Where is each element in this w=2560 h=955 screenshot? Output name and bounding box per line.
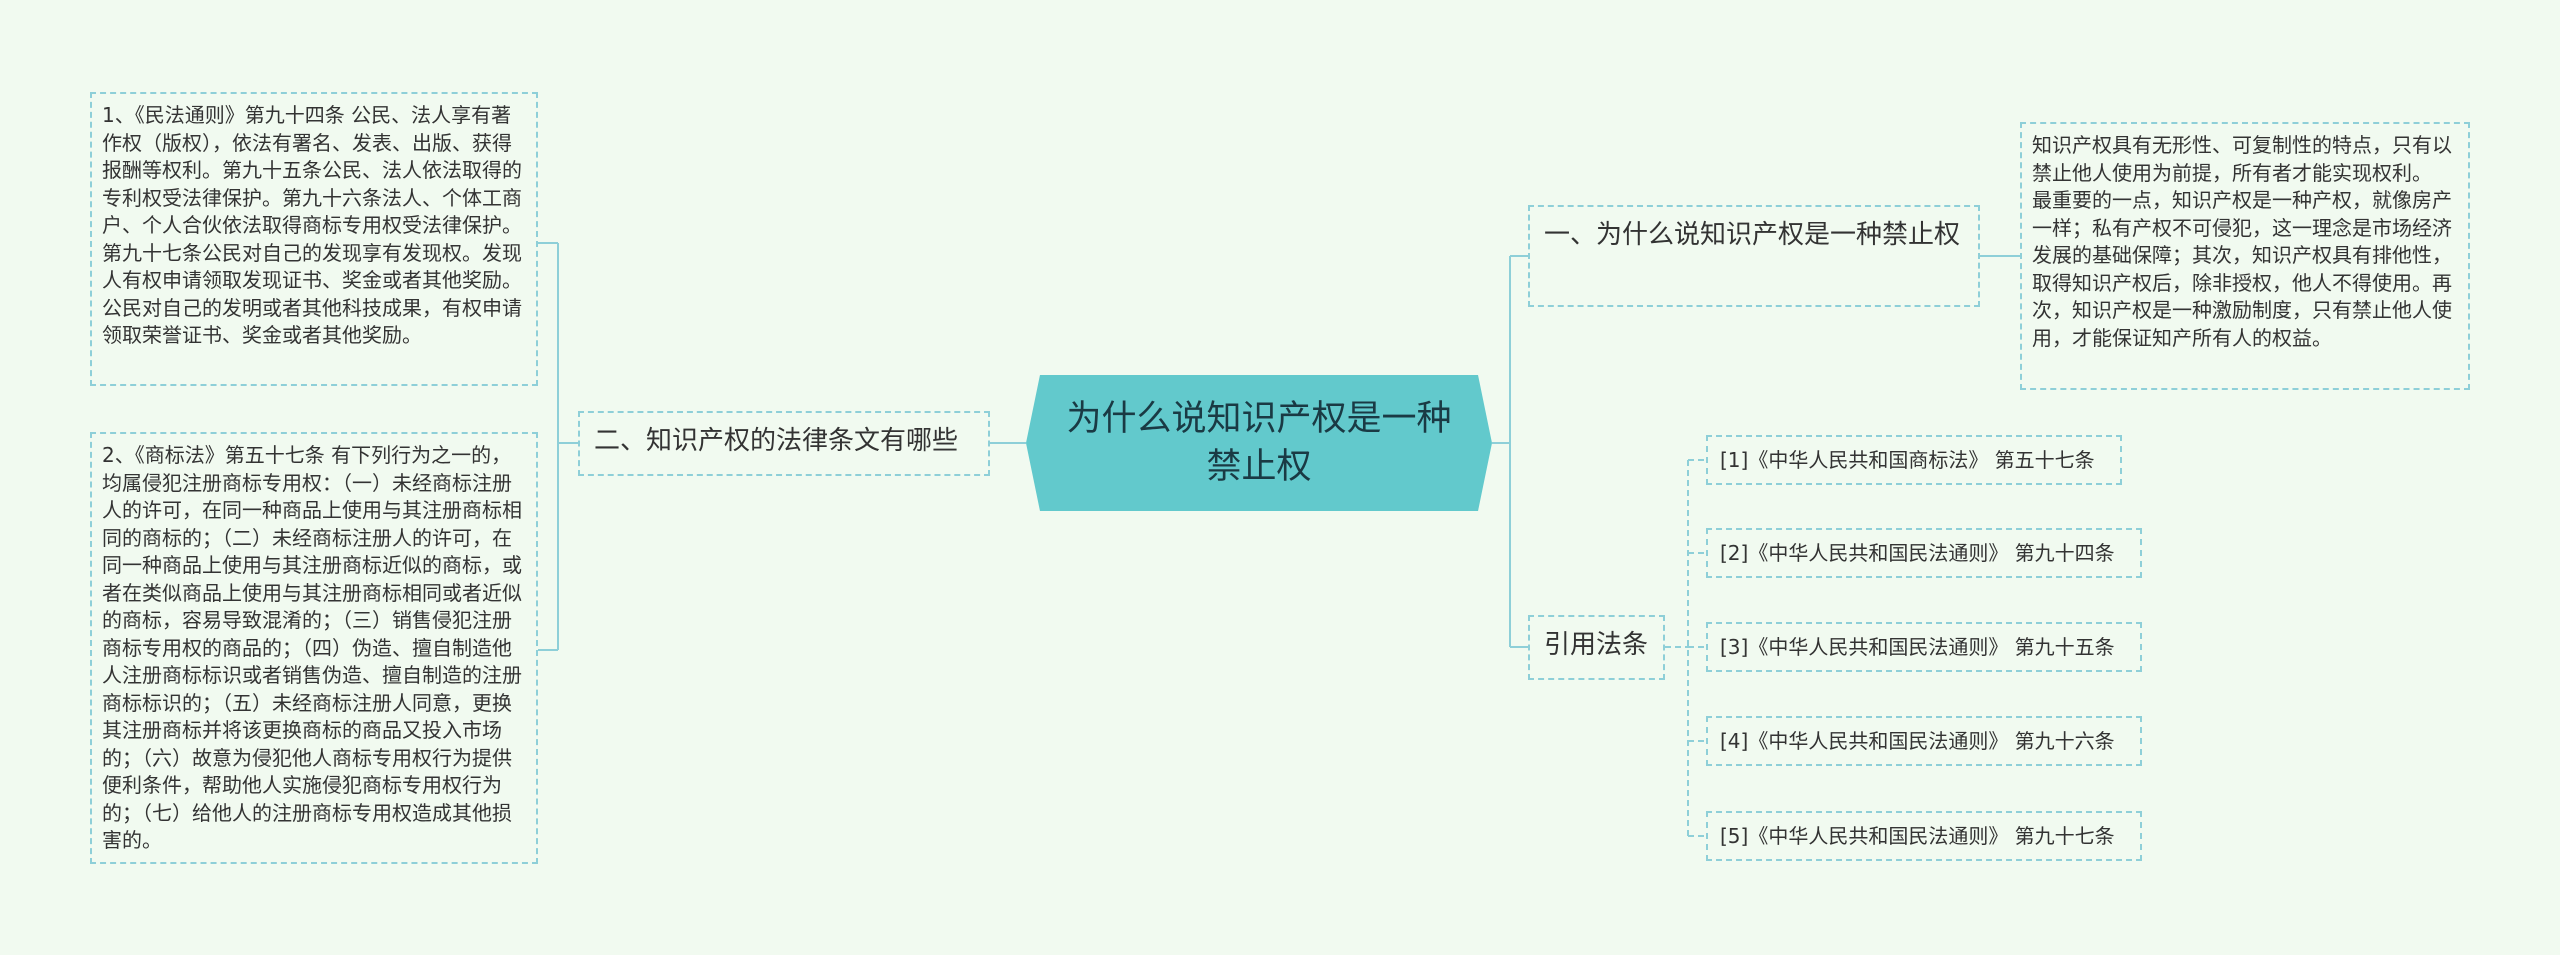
left-branch-label: 二、知识产权的法律条文有哪些 xyxy=(594,426,959,456)
left-leaf-civil-law[interactable]: 1、《民法通则》第九十四条 公民、法人享有著作权（版权），依法有署名、发表、出版… xyxy=(90,92,538,386)
left-leaf-civil-law-text: 1、《民法通则》第九十四条 公民、法人享有著作权（版权），依法有署名、发表、出版… xyxy=(102,103,522,347)
ref-item-3-text: [3]《中华人民共和国民法通则》 第九十五条 xyxy=(1720,635,2115,659)
ref-item-4-text: [4]《中华人民共和国民法通则》 第九十六条 xyxy=(1720,729,2115,753)
ref-item-3[interactable]: [3]《中华人民共和国民法通则》 第九十五条 xyxy=(1706,622,2142,672)
right-branch-2-label: 引用法条 xyxy=(1544,630,1649,660)
ref-item-2[interactable]: [2]《中华人民共和国民法通则》 第九十四条 xyxy=(1706,528,2142,578)
connector-left-leaves xyxy=(538,242,578,651)
connector-root-right xyxy=(1492,255,1528,648)
right-branch-1-detail-text: 知识产权具有无形性、可复制性的特点，只有以禁止他人使用为前提，所有者才能实现权利… xyxy=(2032,133,2452,350)
ref-item-1-text: [1]《中华人民共和国商标法》 第五十七条 xyxy=(1720,448,2095,472)
right-branch-topic-2[interactable]: 引用法条 xyxy=(1528,615,1665,680)
root-topic[interactable]: 为什么说知识产权是一种禁止权 xyxy=(1026,375,1492,511)
root-topic-label: 为什么说知识产权是一种禁止权 xyxy=(1066,399,1452,487)
left-branch-topic[interactable]: 二、知识产权的法律条文有哪些 xyxy=(578,411,990,476)
left-leaf-trademark-law-text: 2、《商标法》第五十七条 有下列行为之一的，均属侵犯注册商标专用权：（一）未经商… xyxy=(102,443,522,852)
connector-branch2-refs xyxy=(1665,459,1706,837)
right-branch-1-detail[interactable]: 知识产权具有无形性、可复制性的特点，只有以禁止他人使用为前提，所有者才能实现权利… xyxy=(2020,122,2470,390)
ref-item-1[interactable]: [1]《中华人民共和国商标法》 第五十七条 xyxy=(1706,435,2122,485)
ref-item-5-text: [5]《中华人民共和国民法通则》 第九十七条 xyxy=(1720,824,2115,848)
ref-item-5[interactable]: [5]《中华人民共和国民法通则》 第九十七条 xyxy=(1706,811,2142,861)
left-leaf-trademark-law[interactable]: 2、《商标法》第五十七条 有下列行为之一的，均属侵犯注册商标专用权：（一）未经商… xyxy=(90,432,538,864)
right-branch-1-label: 一、为什么说知识产权是一种禁止权 xyxy=(1544,220,1961,250)
ref-item-2-text: [2]《中华人民共和国民法通则》 第九十四条 xyxy=(1720,541,2115,565)
ref-item-4[interactable]: [4]《中华人民共和国民法通则》 第九十六条 xyxy=(1706,716,2142,766)
right-branch-topic-1[interactable]: 一、为什么说知识产权是一种禁止权 xyxy=(1528,205,1980,307)
